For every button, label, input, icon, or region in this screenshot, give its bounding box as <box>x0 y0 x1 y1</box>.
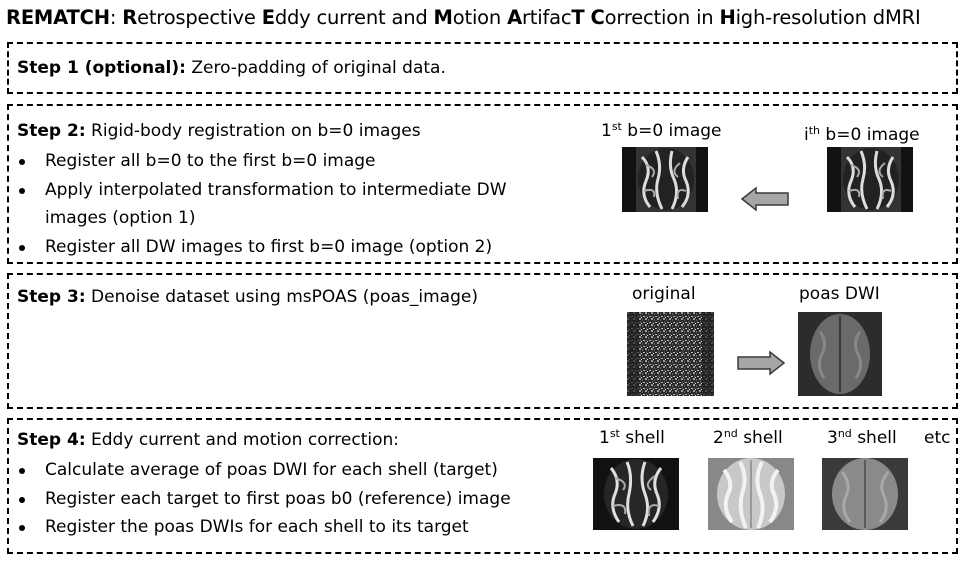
step4-box: Step 4: Eddy current and motion correcti… <box>7 418 958 554</box>
step2-heading: Step 2: Rigid-body registration on b=0 i… <box>17 121 421 141</box>
title-part: igh-resolution dMRI <box>735 6 921 29</box>
title-part: M <box>433 6 453 29</box>
step4-heading: Step 4: Eddy current and motion correcti… <box>17 430 399 450</box>
original-noisy-image <box>627 312 714 396</box>
step4-bullet-3: Register the poas DWIs for each shell to… <box>12 513 592 542</box>
right-arrow-icon <box>737 350 786 376</box>
shell2-caption: 2nd shell <box>713 427 783 448</box>
step1-text: Zero-padding of original data. <box>185 58 446 78</box>
title-part: ddy current and <box>274 6 434 29</box>
step2-bullet-2: Apply interpolated transformation to int… <box>12 176 572 233</box>
step1-label: Step 1 (optional): <box>17 58 186 78</box>
title-part: orrection in <box>604 6 720 29</box>
step4-bullet-list: Calculate average of poas DWI for each s… <box>12 456 592 542</box>
ith-b0-image <box>827 147 913 212</box>
shell3-image <box>822 458 908 530</box>
title-part: otion <box>452 6 508 29</box>
shell2-image <box>708 458 794 530</box>
poas-dwi-image <box>798 312 882 396</box>
title-part: T <box>571 6 585 29</box>
diagram-title: REMATCH: Retrospective Eddy current and … <box>6 6 921 29</box>
step2-image1-caption: 1st b=0 image <box>601 120 722 141</box>
step2-image2-caption: ith b=0 image <box>804 124 920 145</box>
step1-box: Step 1 (optional): Zero-padding of origi… <box>7 42 958 94</box>
title-part: E <box>261 6 275 29</box>
title-part: : <box>109 6 123 29</box>
step2-text: Rigid-body registration on b=0 images <box>85 121 421 141</box>
first-b0-image <box>622 147 708 212</box>
step2-bullet-list: Register all b=0 to the first b=0 image … <box>12 147 572 261</box>
step4-bullet-2: Register each target to first poas b0 (r… <box>12 485 592 514</box>
left-arrow-icon <box>740 186 789 212</box>
shell3-caption: 3nd shell <box>827 427 897 448</box>
step3-heading: Step 3: Denoise dataset using msPOAS (po… <box>17 287 478 307</box>
title-part: H <box>719 6 736 29</box>
title-part: REMATCH <box>6 6 110 29</box>
step2-label: Step 2: <box>17 121 86 141</box>
step4-text: Eddy current and motion correction: <box>85 430 400 450</box>
title-part: A <box>507 6 522 29</box>
step1-heading: Step 1 (optional): Zero-padding of origi… <box>17 58 446 78</box>
step3-box: Step 3: Denoise dataset using msPOAS (po… <box>7 273 958 409</box>
title-part: rtifac <box>521 6 572 29</box>
title-part: C <box>590 6 605 29</box>
step3-image1-caption: original <box>632 284 696 304</box>
step3-image2-caption: poas DWI <box>799 284 880 304</box>
step2-bullet-3: Register all DW images to first b=0 imag… <box>12 233 572 262</box>
step4-label: Step 4: <box>17 430 86 450</box>
step4-bullet-1: Calculate average of poas DWI for each s… <box>12 456 592 485</box>
shell1-caption: 1st shell <box>599 427 665 448</box>
step2-box: Step 2: Rigid-body registration on b=0 i… <box>7 104 958 264</box>
etc-label: etc <box>924 428 951 448</box>
step3-label: Step 3: <box>17 287 86 307</box>
title-part: R <box>122 6 138 29</box>
step3-text: Denoise dataset using msPOAS (poas_image… <box>85 287 478 307</box>
title-part: etrospective <box>137 6 262 29</box>
step2-bullet-1: Register all b=0 to the first b=0 image <box>12 147 572 176</box>
shell1-image <box>593 458 679 530</box>
